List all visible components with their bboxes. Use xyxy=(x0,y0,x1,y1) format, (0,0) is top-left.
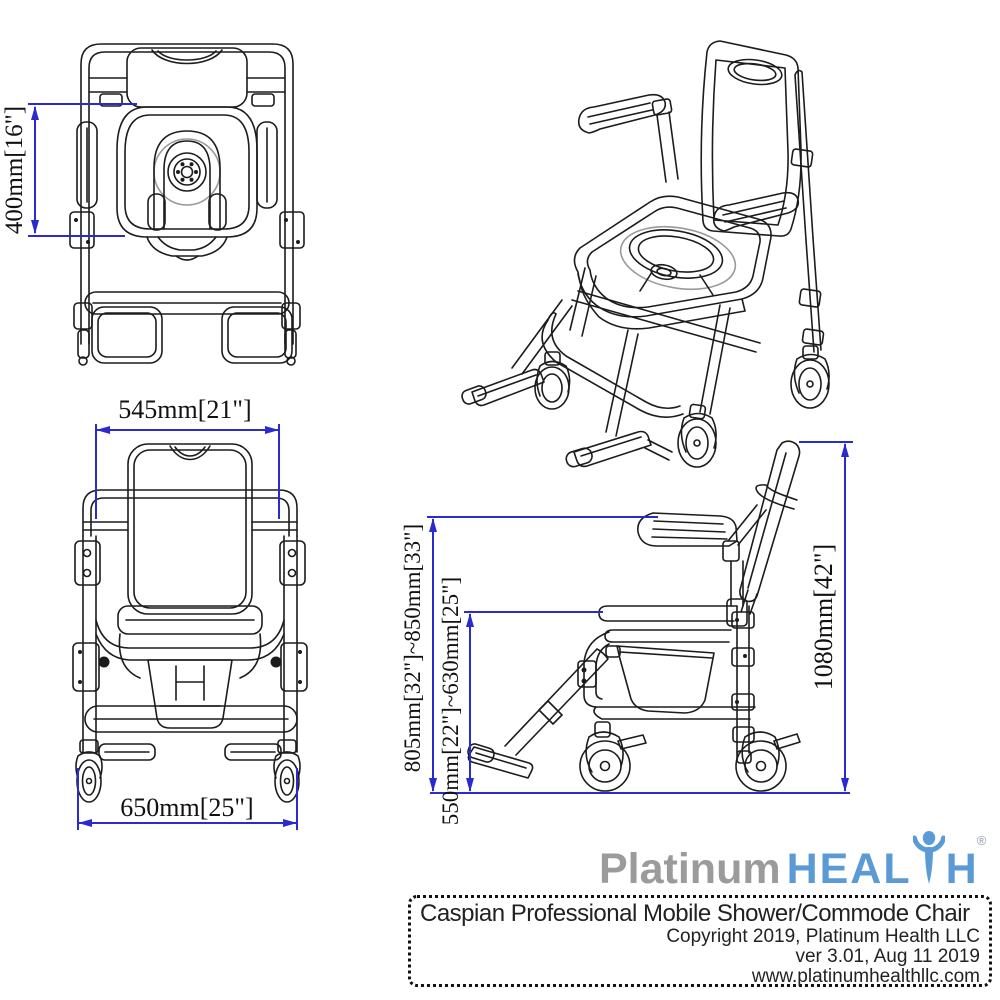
armrest-side xyxy=(636,512,738,547)
dim-label-top-depth: 400mm[16"] xyxy=(1,106,28,234)
logo-health-text-right: H xyxy=(945,845,977,893)
footplate-iso xyxy=(573,430,652,468)
registered-trademark: ® xyxy=(976,833,987,848)
dim-label-overall-height: 1080mm[42"] xyxy=(809,544,838,690)
dim-label-seat-height: 550mm[22"]~630mm[25"] xyxy=(438,577,463,825)
top-view-drawing xyxy=(69,43,305,366)
dim-label-front-width-bottom: 650mm[25"] xyxy=(120,793,253,822)
backrest-front xyxy=(127,443,253,615)
copyright-text: Copyright 2019, Platinum Health LLC xyxy=(666,926,980,947)
logo-platinum-text: Platinum xyxy=(599,845,781,893)
footrest-pad xyxy=(221,306,293,364)
commode-bucket-side xyxy=(616,645,715,714)
side-view-drawing xyxy=(467,440,801,792)
logo-health-text-left: HEAL xyxy=(786,845,912,893)
dimension-lines xyxy=(28,103,853,830)
seat-top xyxy=(116,106,258,238)
product-title: Caspian Professional Mobile Shower/Commo… xyxy=(420,900,970,927)
product-info-box: Caspian Professional Mobile Shower/Commo… xyxy=(408,895,992,987)
armrest-right-iso xyxy=(712,191,800,232)
backrest-iso xyxy=(700,40,802,237)
armrest-left-iso xyxy=(577,93,667,134)
commode-bucket-front xyxy=(147,659,233,729)
footrest-pad xyxy=(91,306,163,364)
version-text: ver 3.01, Aug 11 2019 xyxy=(795,946,980,967)
backrest-top xyxy=(126,47,248,108)
seat-front xyxy=(117,605,263,635)
platinum-health-logo: Platinum HEAL H ® xyxy=(599,831,986,891)
backrest-side xyxy=(739,440,801,603)
person-figure-icon xyxy=(912,831,945,884)
footplate-iso xyxy=(471,368,545,407)
front-view-drawing xyxy=(72,443,308,803)
website-text: www.platinumhealthllc.com xyxy=(751,966,980,987)
seat-iso xyxy=(573,195,772,318)
dimension-labels: 400mm[16"] 545mm[21"] 650mm[25"] 805mm[3… xyxy=(1,106,838,825)
dim-label-armrest-height: 805mm[32"]~850mm[33"] xyxy=(400,524,425,772)
dim-label-front-width-top: 545mm[21"] xyxy=(118,395,251,424)
footrest-leg-side xyxy=(504,648,609,756)
footplate-side xyxy=(467,746,534,779)
isometric-view-drawing xyxy=(461,40,830,468)
